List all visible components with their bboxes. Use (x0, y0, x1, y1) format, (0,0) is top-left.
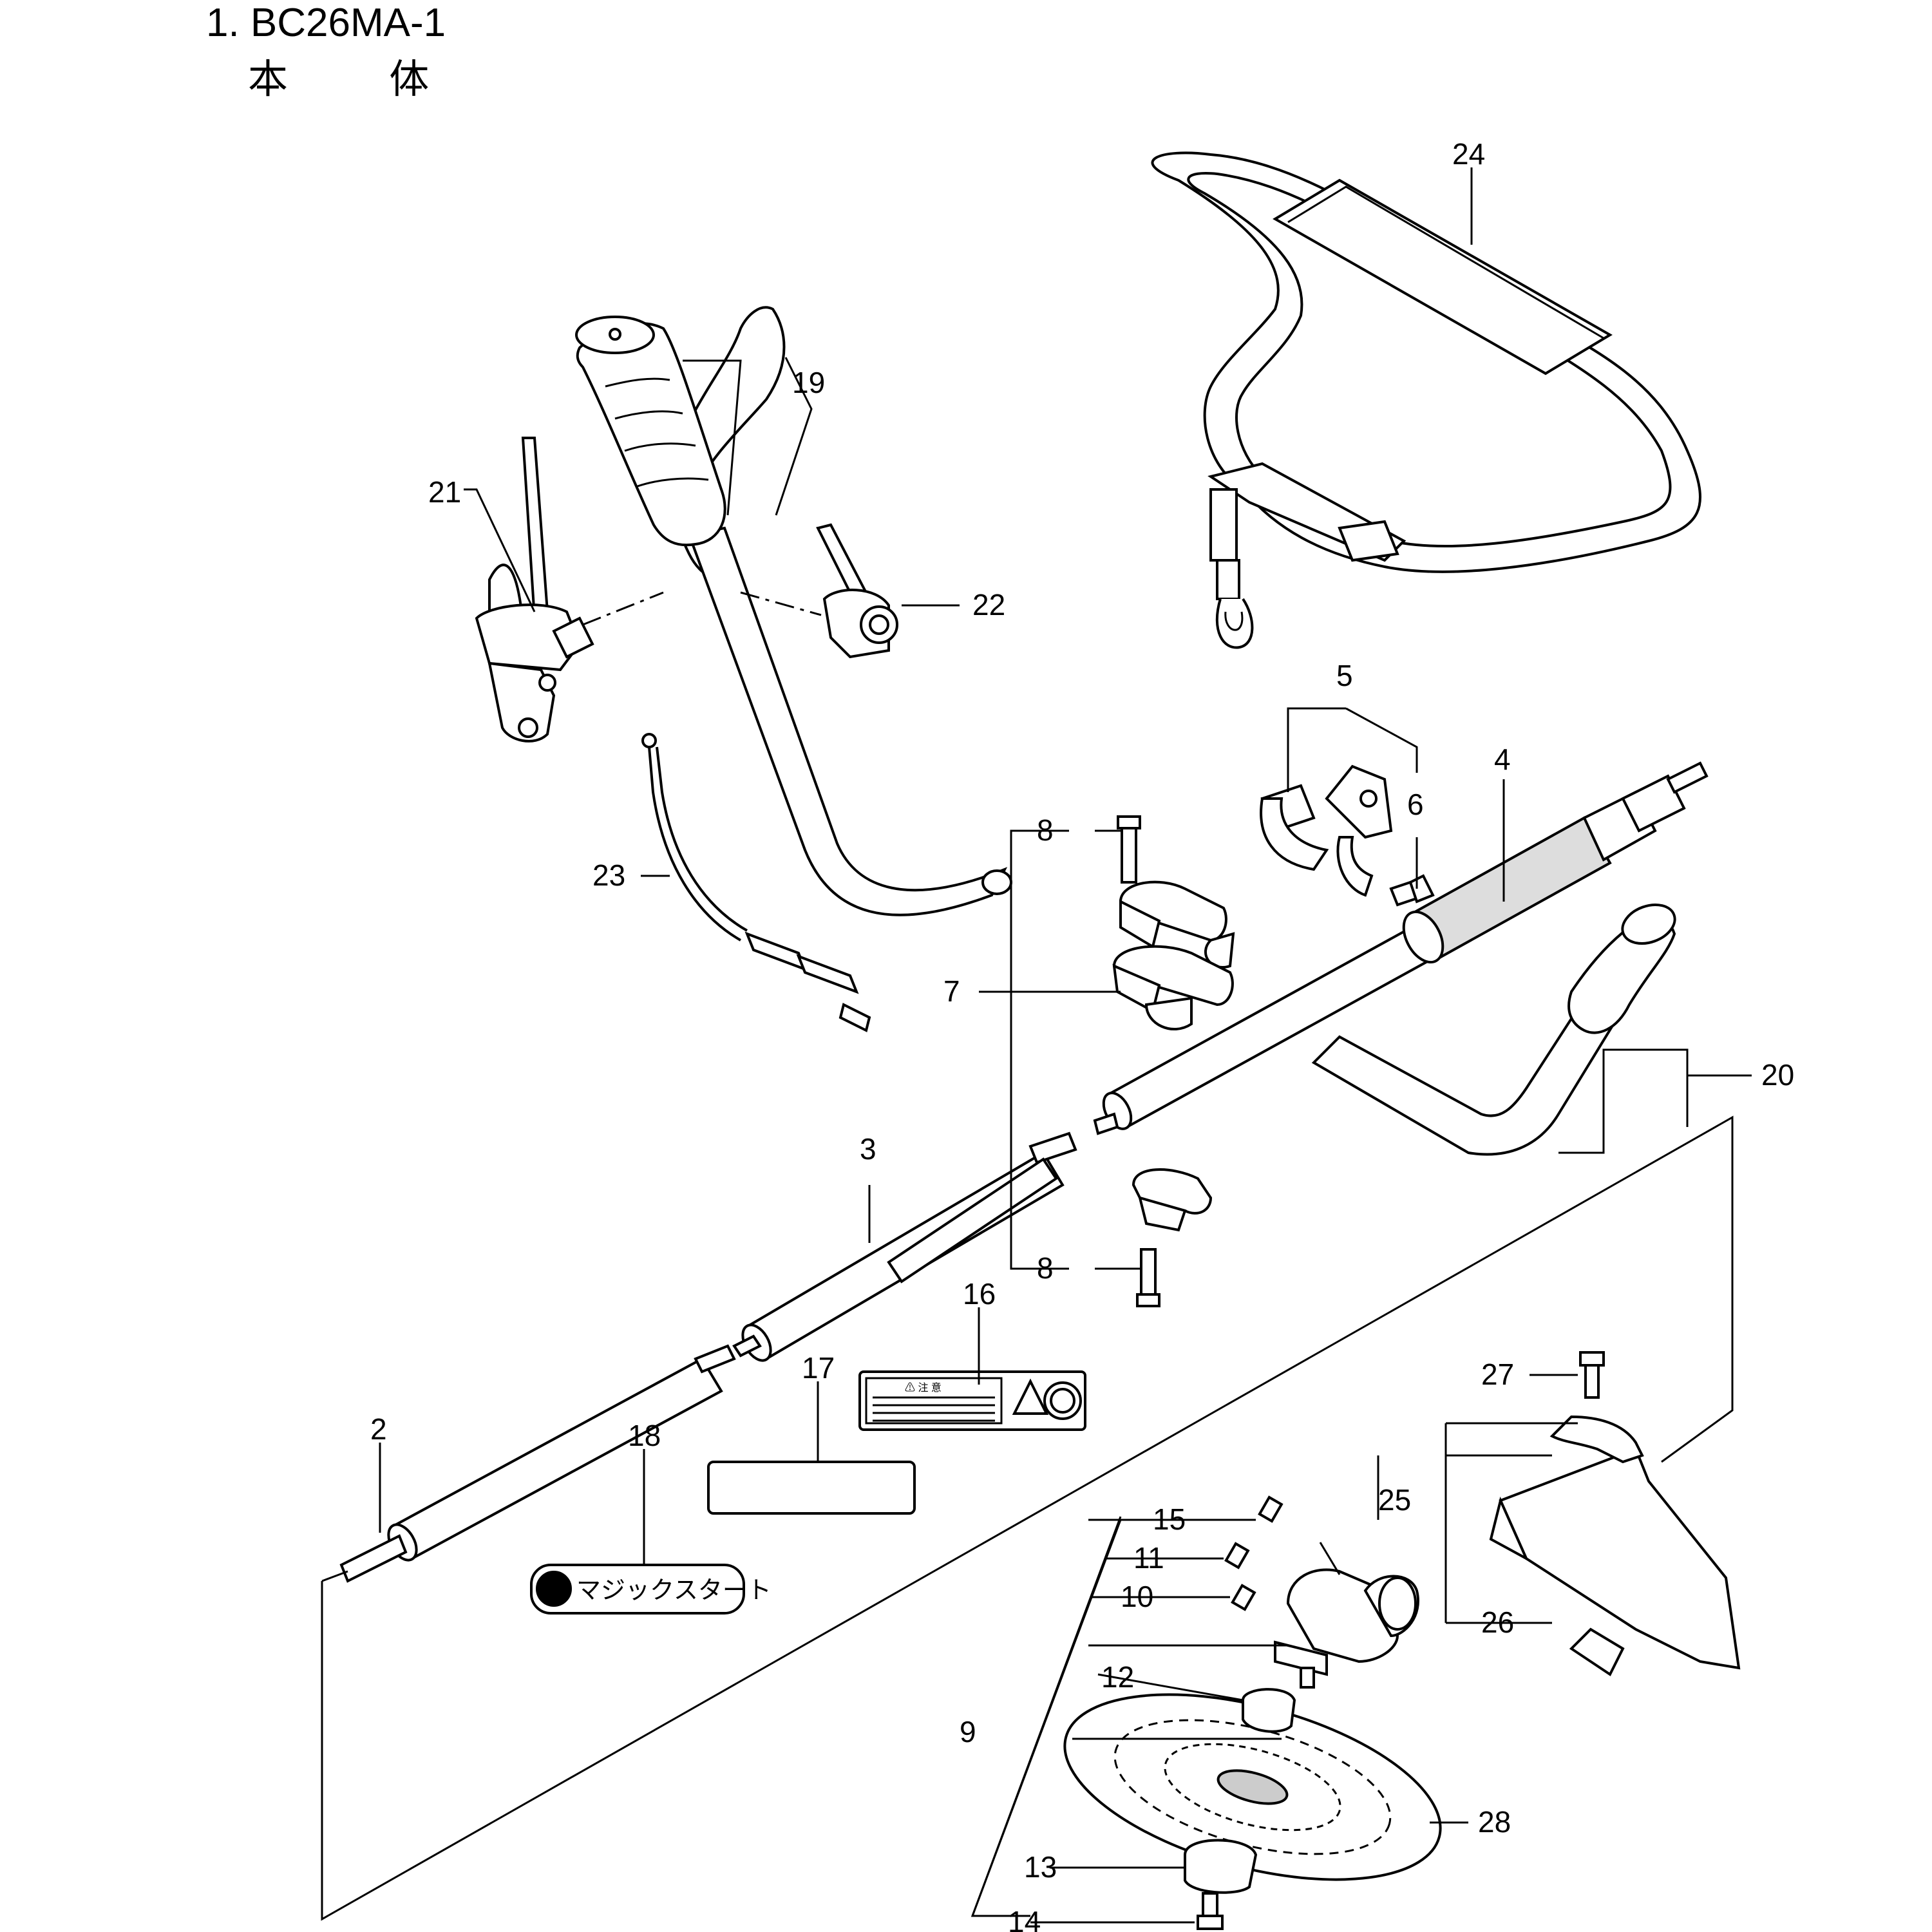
gear-case (1224, 1495, 1419, 1689)
magic-start-decal: マジックスタート (530, 1564, 772, 1615)
callout-19: 19 (792, 366, 825, 399)
callout-14: 14 (1008, 1905, 1041, 1932)
callout-16: 16 (963, 1277, 996, 1311)
callout-11: 11 (1133, 1541, 1164, 1575)
callout-17: 17 (802, 1351, 835, 1385)
front-handle (1311, 904, 1676, 1156)
callout-23: 23 (592, 858, 625, 892)
callout-28: 28 (1478, 1805, 1511, 1839)
callout-4: 4 (1494, 743, 1511, 776)
callout-8-lower: 8 (1037, 1251, 1054, 1285)
callout-5: 5 (1336, 659, 1353, 692)
callout-24: 24 (1452, 137, 1485, 171)
cutting-blade (1063, 1688, 1442, 1930)
callout-13: 13 (1024, 1850, 1057, 1884)
drive-shaft-tube (1093, 761, 1709, 1135)
diagram-title: 1. BC26MA-1 (206, 1, 446, 45)
callout-9: 9 (960, 1715, 976, 1748)
throttle-cable (641, 733, 871, 1032)
callout-26: 26 (1481, 1605, 1514, 1639)
callout-2: 2 (370, 1412, 387, 1446)
drive-shaft-sections (339, 1132, 1077, 1583)
callout-labels: 2 3 4 5 6 7 8 8 9 10 11 12 13 14 15 16 1… (370, 137, 1794, 1932)
blank-decal (707, 1461, 916, 1515)
shoulder-harness (1151, 151, 1701, 649)
callout-15: 15 (1153, 1502, 1186, 1536)
callout-6: 6 (1407, 788, 1424, 821)
callout-21: 21 (428, 475, 461, 509)
warning-decal-header: ⚠ 注 意 (905, 1381, 942, 1394)
callout-25: 25 (1378, 1483, 1411, 1517)
callout-20: 20 (1761, 1058, 1794, 1092)
callout-18: 18 (628, 1419, 661, 1452)
handle-clamp (1112, 815, 1235, 1307)
callout-27: 27 (1481, 1358, 1514, 1391)
leader-lines (321, 167, 1752, 1924)
handle-grip-assembly (575, 306, 1012, 916)
callout-3: 3 (860, 1132, 876, 1166)
alignment-line-21 (582, 591, 664, 626)
throttle-lever (475, 437, 594, 743)
blade-guard (1489, 1351, 1741, 1676)
callout-10: 10 (1121, 1580, 1153, 1613)
callout-22: 22 (972, 588, 1005, 621)
callout-7: 7 (943, 974, 960, 1008)
warning-decal: ⚠ 注 意 (858, 1370, 1086, 1431)
diagram-subtitle: 本 体 (248, 57, 475, 102)
callout-8-upper: 8 (1037, 813, 1054, 847)
callout-12: 12 (1101, 1660, 1134, 1694)
magic-start-text: マジックスタート (576, 1577, 772, 1604)
stop-switch (816, 523, 898, 659)
alignment-line-22 (740, 591, 822, 616)
